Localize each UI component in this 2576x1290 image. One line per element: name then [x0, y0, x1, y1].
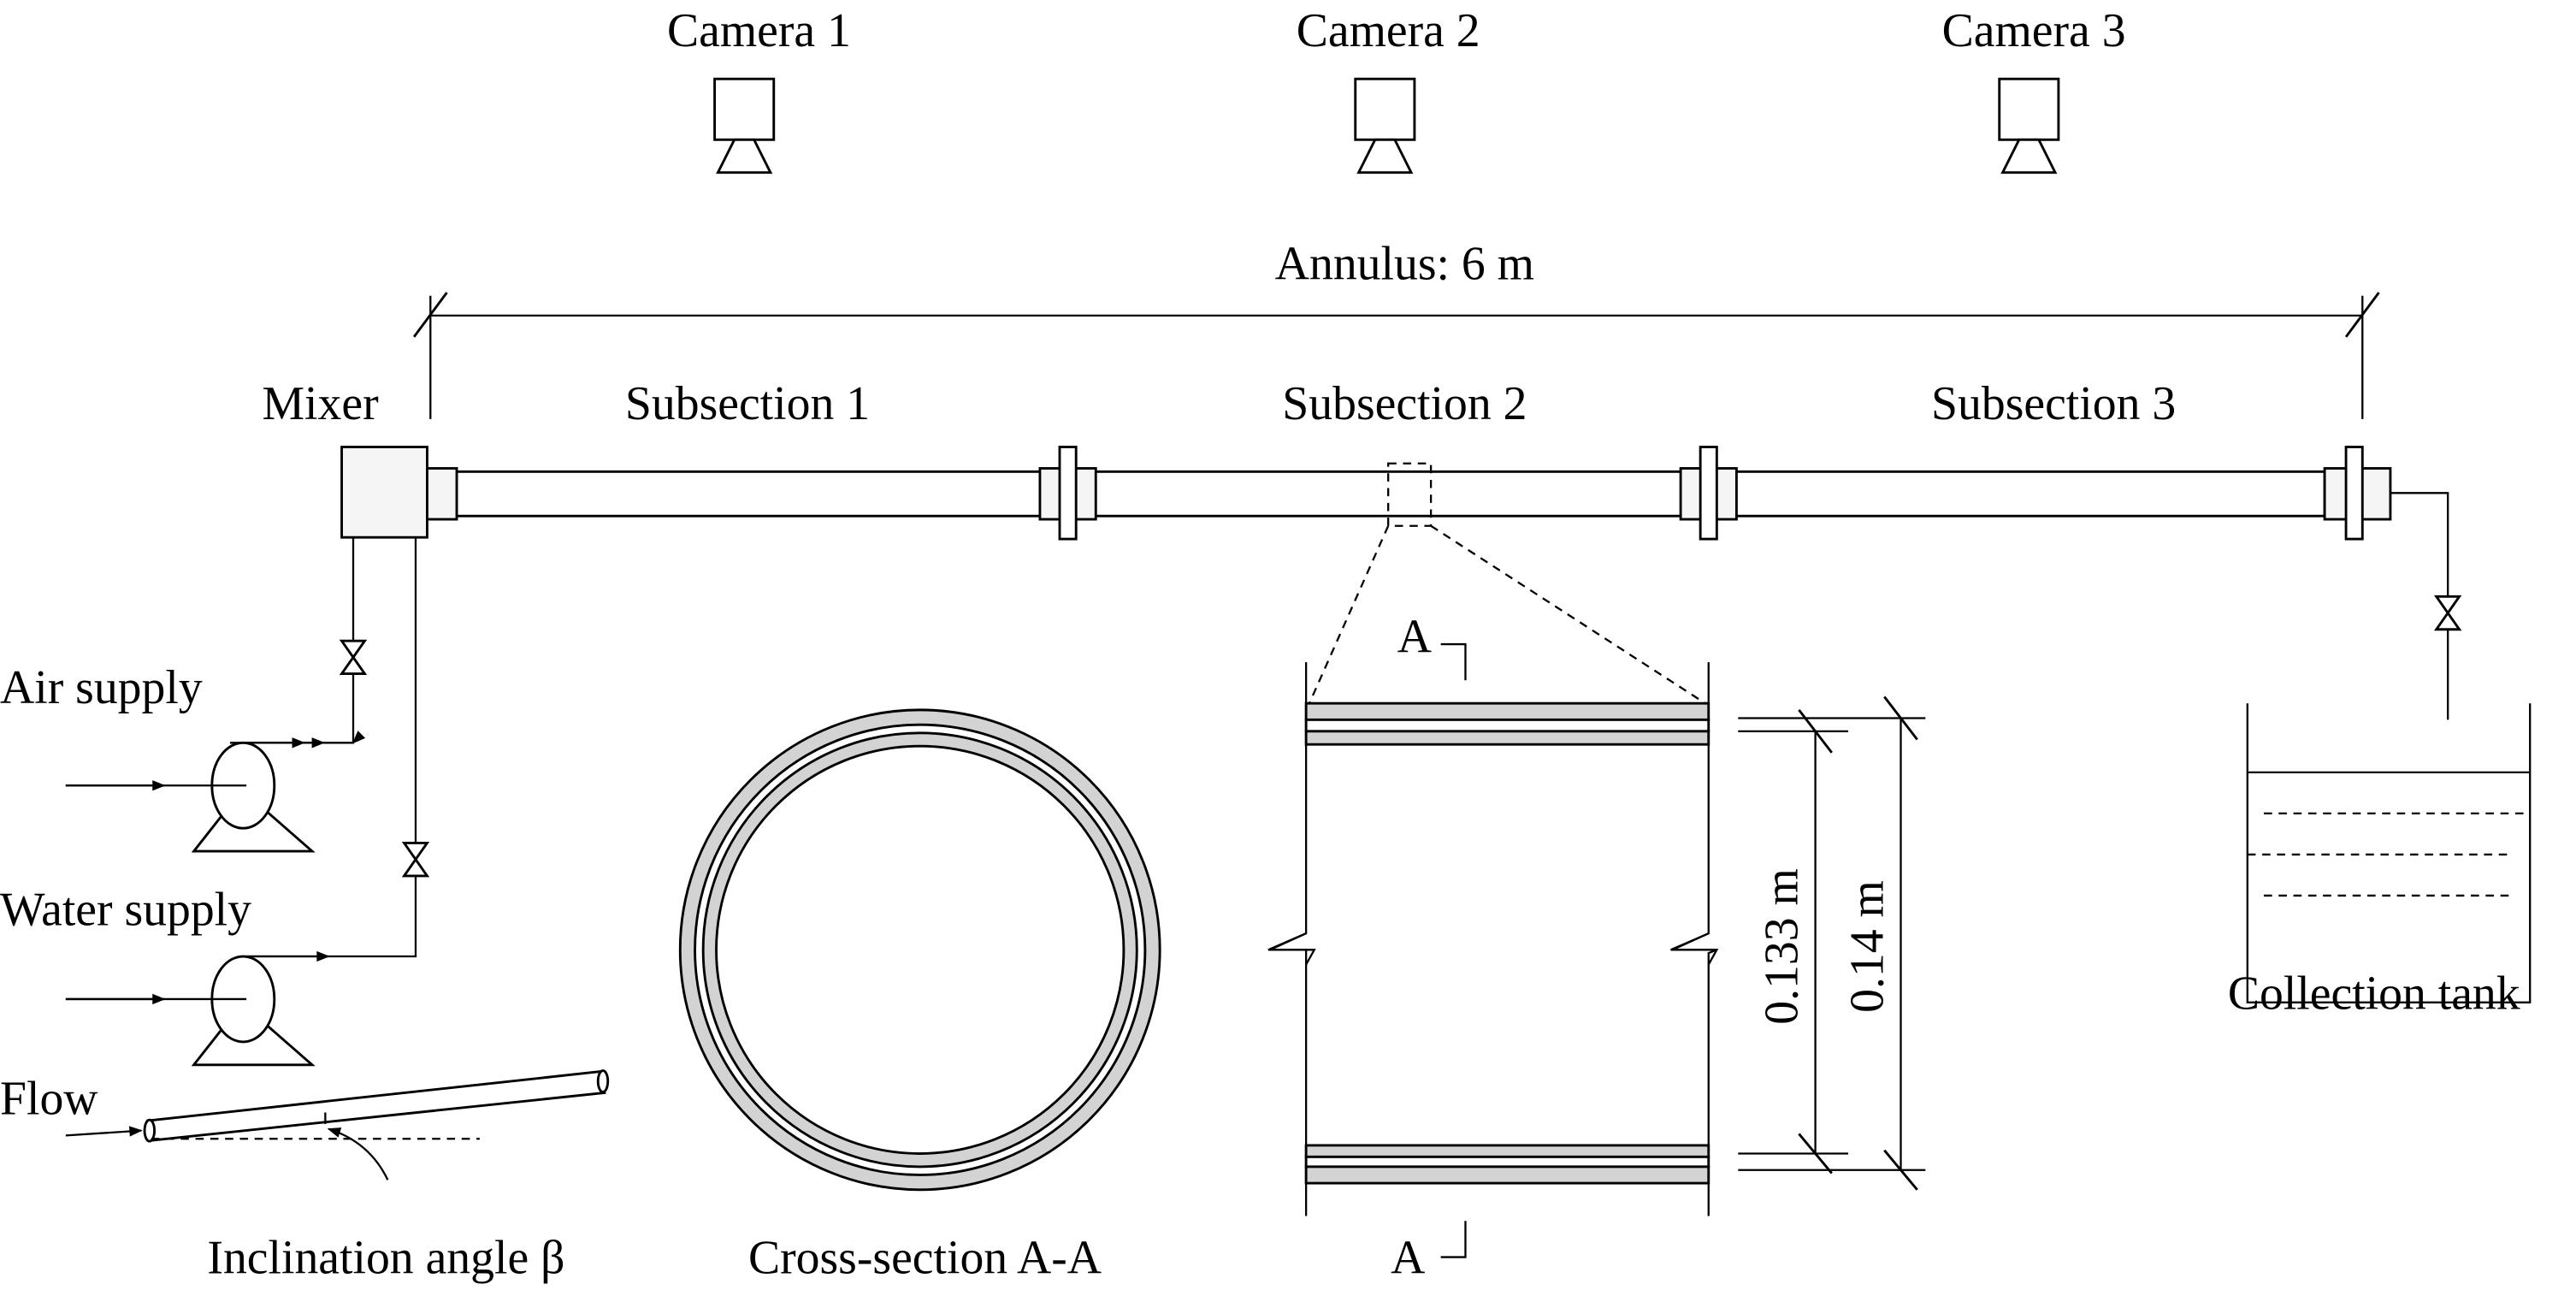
subsection-3-label: Subsection 3 — [1931, 377, 2176, 430]
inclined-tube-icon — [65, 1069, 610, 1181]
water-supply-label: Water supply — [0, 884, 251, 937]
camera-1: Camera 1 — [667, 4, 851, 175]
camera-1-label: Camera 1 — [667, 4, 851, 57]
annulus-dimension: Annulus: 6 m — [412, 238, 2380, 419]
subsection-2-label: Subsection 2 — [1282, 377, 1527, 430]
section-marker-top: A — [1397, 611, 1432, 664]
valve-icon — [403, 842, 428, 878]
inner-diameter-label: 0.133 m — [1755, 868, 1808, 1025]
detail-section-view — [1267, 524, 1719, 1258]
camera-icon — [1354, 77, 1416, 175]
air-supply-label: Air supply — [0, 661, 203, 714]
collection-tank-label: Collection tank — [2228, 967, 2520, 1020]
camera-icon — [1998, 77, 2060, 175]
outer-diameter-label: 0.14 m — [1840, 880, 1894, 1013]
section-marker-bottom: A — [1391, 1232, 1425, 1285]
cross-section-label: Cross-section A-A — [748, 1232, 1102, 1285]
annulus-pipe — [340, 446, 2392, 541]
water-pump-icon — [65, 955, 316, 1067]
flange — [1679, 446, 1738, 541]
inclination-label: Inclination angle β — [207, 1232, 564, 1285]
camera-3: Camera 3 — [1942, 4, 2126, 175]
annulus-label: Annulus: 6 m — [1275, 238, 1534, 291]
camera-2: Camera 2 — [1297, 4, 1480, 175]
subsection-1-label: Subsection 1 — [625, 377, 870, 430]
air-pump-icon — [65, 741, 316, 853]
flange — [2344, 446, 2364, 541]
flange — [1038, 446, 1097, 541]
valve-icon — [340, 639, 366, 676]
camera-icon — [713, 77, 776, 175]
camera-3-label: Camera 3 — [1942, 4, 2126, 57]
camera-2-label: Camera 2 — [1297, 4, 1480, 57]
valve-icon — [2435, 595, 2461, 631]
mixer-label: Mixer — [263, 377, 380, 430]
diameter-dimensions — [1738, 695, 1926, 1191]
flow-label: Flow — [0, 1072, 98, 1125]
cross-section-view — [678, 708, 1161, 1192]
detail-box — [1387, 462, 1433, 527]
collection-tank — [2246, 703, 2532, 1003]
mixer-box — [340, 446, 428, 539]
